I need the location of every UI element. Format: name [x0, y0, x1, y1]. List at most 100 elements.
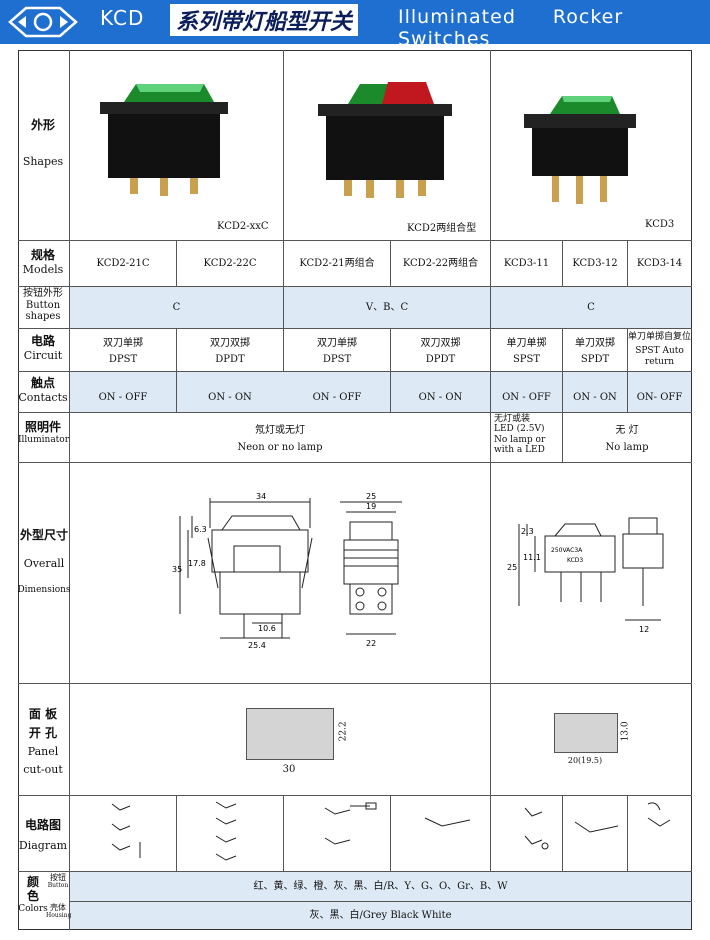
circuit-5: 单刀单掷 SPST — [491, 338, 562, 366]
dim-17-8: 17.8 — [188, 559, 206, 568]
button-shape-1: C — [172, 302, 181, 313]
label-cn: 按钮 — [50, 873, 66, 882]
label-cn: 外型尺寸 — [19, 528, 68, 542]
col-line — [69, 50, 70, 930]
kcd3-rating-label: 250VAC3A — [551, 547, 583, 554]
label-en: Button — [47, 881, 69, 889]
model-6: KCD3-12 — [572, 258, 618, 269]
label-en: Circuit — [23, 349, 63, 362]
cutout-kcd3-width: 20(19.5) — [567, 756, 603, 765]
label-cn: 开 孔 — [28, 726, 58, 741]
button-shape-2: V、B、C — [365, 302, 409, 313]
switch-photo-kcd2-combo-icon — [318, 82, 452, 198]
contacts-7: ON- OFF — [636, 392, 683, 403]
row-line — [70, 901, 692, 902]
illuminator-en: Neon or no lamp — [237, 442, 323, 453]
col-line — [627, 328, 628, 412]
dimension-drawing-kcd2-icon: 34 6.3 17.8 35 10.6 25.4 25 19 22 — [172, 492, 402, 650]
model-1: KCD2-21C — [96, 258, 150, 269]
circuit-en: SPDT — [580, 354, 610, 365]
illuminator-3: 无 灯 No lamp — [563, 422, 691, 456]
illuminator-cn: 无灯或装 — [494, 414, 531, 424]
label-en: Models — [22, 263, 64, 276]
col-line — [562, 795, 563, 871]
circuit-6: 单刀双掷 SPDT — [563, 338, 627, 366]
header-bar: KCD 系列带灯船型开关 Illuminated Rocker Switches — [0, 0, 710, 50]
contacts-row-shade — [70, 372, 691, 412]
circuit-en: DPST — [322, 354, 352, 365]
label-cn: 电路 — [30, 334, 55, 348]
label-colors: 颜 色 Colors — [18, 875, 48, 914]
dim-25-4: 25.4 — [248, 641, 266, 650]
label-en: Panel — [27, 745, 59, 759]
row-line — [18, 412, 692, 413]
col-line — [562, 328, 563, 462]
model-4: KCD2-22两组合 — [402, 258, 479, 269]
cutout-kcd2-width: 30 — [282, 764, 296, 775]
cutout-kcd3-height: 13.0 — [620, 721, 631, 742]
illuminator-cn: 无 灯 — [615, 425, 639, 436]
illuminator-led: LED (2.5V) — [494, 424, 545, 435]
label-en: Button shapes — [25, 299, 61, 323]
label-models: 规格 Models — [18, 248, 68, 277]
label-cn: 规格 — [30, 248, 55, 262]
label-cn: 色 — [26, 888, 39, 903]
row-line — [18, 240, 692, 241]
dimension-drawing-kcd3-icon: 2.3 11.1 25 12 250VAC3A KCD3 — [507, 517, 664, 634]
dim-10-6: 10.6 — [258, 624, 276, 633]
label-cn: 壳体 — [50, 903, 66, 912]
col-line — [490, 50, 491, 462]
model-7: KCD3-14 — [636, 258, 683, 269]
cutout-kcd2 — [246, 708, 334, 760]
label-en: Overall — [23, 557, 65, 570]
col-line — [490, 795, 491, 871]
label-en: Housing — [46, 911, 72, 919]
photo-caption-1: KCD2-xxC — [217, 221, 269, 232]
row-line — [18, 462, 692, 463]
page-title-cn: 系列带灯船型开关 — [170, 4, 359, 36]
col-line — [176, 328, 177, 412]
label-illuminator: 照明件 Illuminator — [18, 420, 69, 446]
label-en: Contacts — [18, 391, 68, 404]
label-en: Shapes — [22, 155, 64, 168]
circuit-cn: 单刀单掷 — [506, 338, 547, 349]
label-diagram: 电路图 Diagram — [18, 818, 68, 853]
button-row-shade — [70, 287, 691, 328]
colors-housing: 灰、黑、白/Grey Black White — [309, 910, 452, 921]
label-cn: 颜 — [26, 875, 39, 889]
col-line — [283, 286, 284, 372]
label-cn: 外形 — [30, 118, 55, 132]
label-contacts: 触点 Contacts — [18, 376, 68, 405]
circuit-en: DPDT — [425, 354, 456, 365]
row-line — [18, 286, 692, 287]
col-line — [283, 795, 284, 871]
dim-25: 25 — [366, 492, 376, 501]
dim-22: 22 — [366, 639, 376, 648]
contacts-3: ON - OFF — [312, 392, 362, 403]
label-en: cut-out — [23, 762, 63, 776]
label-en: Diagram — [18, 839, 68, 852]
illuminator-1: 氖灯或无灯 Neon or no lamp — [70, 422, 490, 456]
col-line — [283, 50, 284, 287]
model-3: KCD2-21两组合 — [299, 258, 375, 269]
col-line — [390, 328, 391, 412]
dim-11-1: 11.1 — [523, 553, 541, 562]
contacts-6: ON - ON — [573, 392, 617, 403]
circuit-cn: 双刀单掷 — [317, 338, 357, 349]
circuit-diagrams-icon — [111, 801, 671, 861]
circuit-cn: 单刀双掷 — [575, 338, 615, 349]
contacts-4: ON - ON — [418, 392, 463, 403]
contacts-1: ON - OFF — [98, 392, 148, 403]
label-cn: 照明件 — [24, 420, 61, 434]
circuit-cn: 双刀双掷 — [420, 338, 461, 349]
kcd3-model-label: KCD3 — [567, 557, 583, 564]
row-line — [18, 683, 692, 684]
col-line — [627, 795, 628, 871]
label-panel: 面 板 开 孔 Panel cut-out — [18, 705, 68, 779]
circuit-4: 双刀双掷 DPDT — [391, 338, 490, 366]
label-cn: 按钮外形 — [23, 288, 63, 299]
label-cn: 触点 — [30, 376, 55, 390]
circuit-en: SPST — [512, 354, 541, 365]
